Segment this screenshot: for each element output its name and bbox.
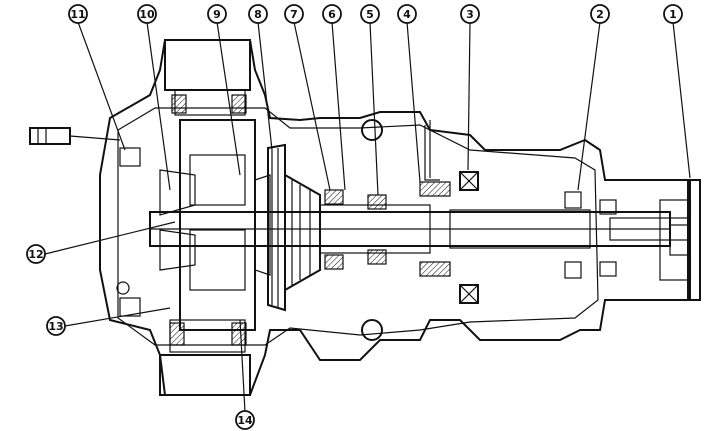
top-carrier-block [164,39,251,116]
svg-text:3: 3 [466,8,474,21]
callout-8: 8 [248,4,268,24]
svg-text:2: 2 [596,8,604,21]
svg-text:1: 1 [669,8,677,21]
callout-13: 13 [46,316,66,336]
callout-5: 5 [360,4,380,24]
differential-case [159,119,271,331]
output-flange [659,179,701,301]
housing-outline [99,39,691,396]
ring-gear [267,143,286,312]
callout-6: 6 [322,4,342,24]
callout-12: 12 [26,244,46,264]
callout-3: 3 [460,4,480,24]
callout-10: 10 [137,4,157,24]
svg-text:9: 9 [213,8,221,21]
svg-text:7: 7 [290,8,298,21]
svg-text:5: 5 [366,8,374,21]
callout-11: 11 [68,4,88,24]
svg-text:10: 10 [139,8,155,21]
callout-2: 2 [590,4,610,24]
left-stub-shaft [29,127,121,145]
svg-text:4: 4 [403,8,411,21]
pinion-gear [284,173,321,292]
svg-text:6: 6 [328,8,336,21]
coil-boxes [424,120,479,304]
svg-text:13: 13 [48,320,63,333]
svg-text:11: 11 [70,8,85,21]
svg-text:14: 14 [237,414,253,427]
callout-14: 14 [235,410,255,430]
svg-text:8: 8 [254,8,262,21]
leader-lines [44,21,691,413]
callout-4: 4 [397,4,417,24]
callout-1: 1 [663,4,683,24]
mounting-bosses [116,119,383,341]
callout-9: 9 [207,4,227,24]
drive-shaft [149,204,691,254]
svg-text:12: 12 [28,248,43,261]
bearings [119,147,617,317]
callout-7: 7 [284,4,304,24]
bottom-carrier-block [159,319,251,396]
